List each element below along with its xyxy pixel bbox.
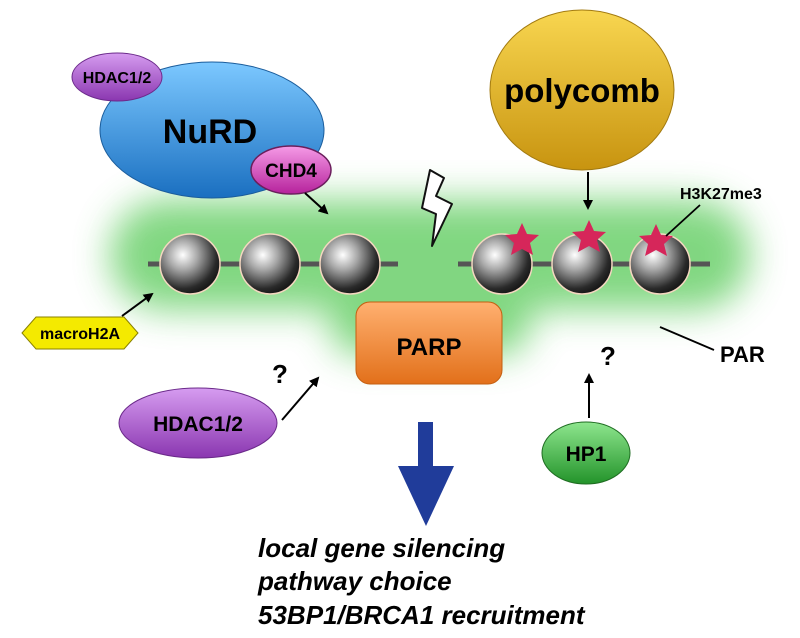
hdac-top-label: HDAC1/2 [83,70,152,87]
hdac-bottom-arrow [281,376,320,421]
nucleosome-left-3 [319,233,381,295]
star-icon [639,224,673,256]
hp1-label: HP1 [566,443,607,466]
parp-box [355,301,503,385]
h3k27me3-pointer [665,204,701,237]
par-pointer [659,326,715,351]
outcome-pathway-choice: pathway choice [258,566,452,596]
star-icon [505,223,539,255]
nucleosome-left-1 [159,233,221,295]
hp1 [541,421,631,485]
outcome-local-gene-silencing: local gene silencing [258,533,506,563]
question-mark-right: ? [600,341,616,371]
hdac-bottom [118,387,278,459]
nucleosome-left-2 [239,233,301,295]
outcome-53bp1-brca1-recruitment: 53BP1/BRCA1 recruitment [258,600,585,630]
hdac-bottom-label: HDAC1/2 [153,413,243,436]
down-arrow-icon [398,422,454,526]
chd4 [250,145,332,195]
nurd-label: NuRD [163,113,257,151]
hdac-top [71,52,163,102]
chd4-label: CHD4 [265,161,317,182]
star-icon [572,220,606,252]
par-label: PAR [720,342,765,367]
macroh2a-label: macroH2A [40,326,120,343]
chd4-arrow [304,192,329,215]
macroh2a-arrow [121,292,154,317]
polycomb-label: polycomb [504,72,660,109]
question-mark-left: ? [272,359,288,389]
macroh2a-hexagon [21,316,139,350]
lightning-bolt-icon [421,169,453,247]
parp-label: PARP [397,334,462,361]
polycomb-complex [489,9,675,171]
h3k27me3-label: H3K27me3 [680,186,762,203]
